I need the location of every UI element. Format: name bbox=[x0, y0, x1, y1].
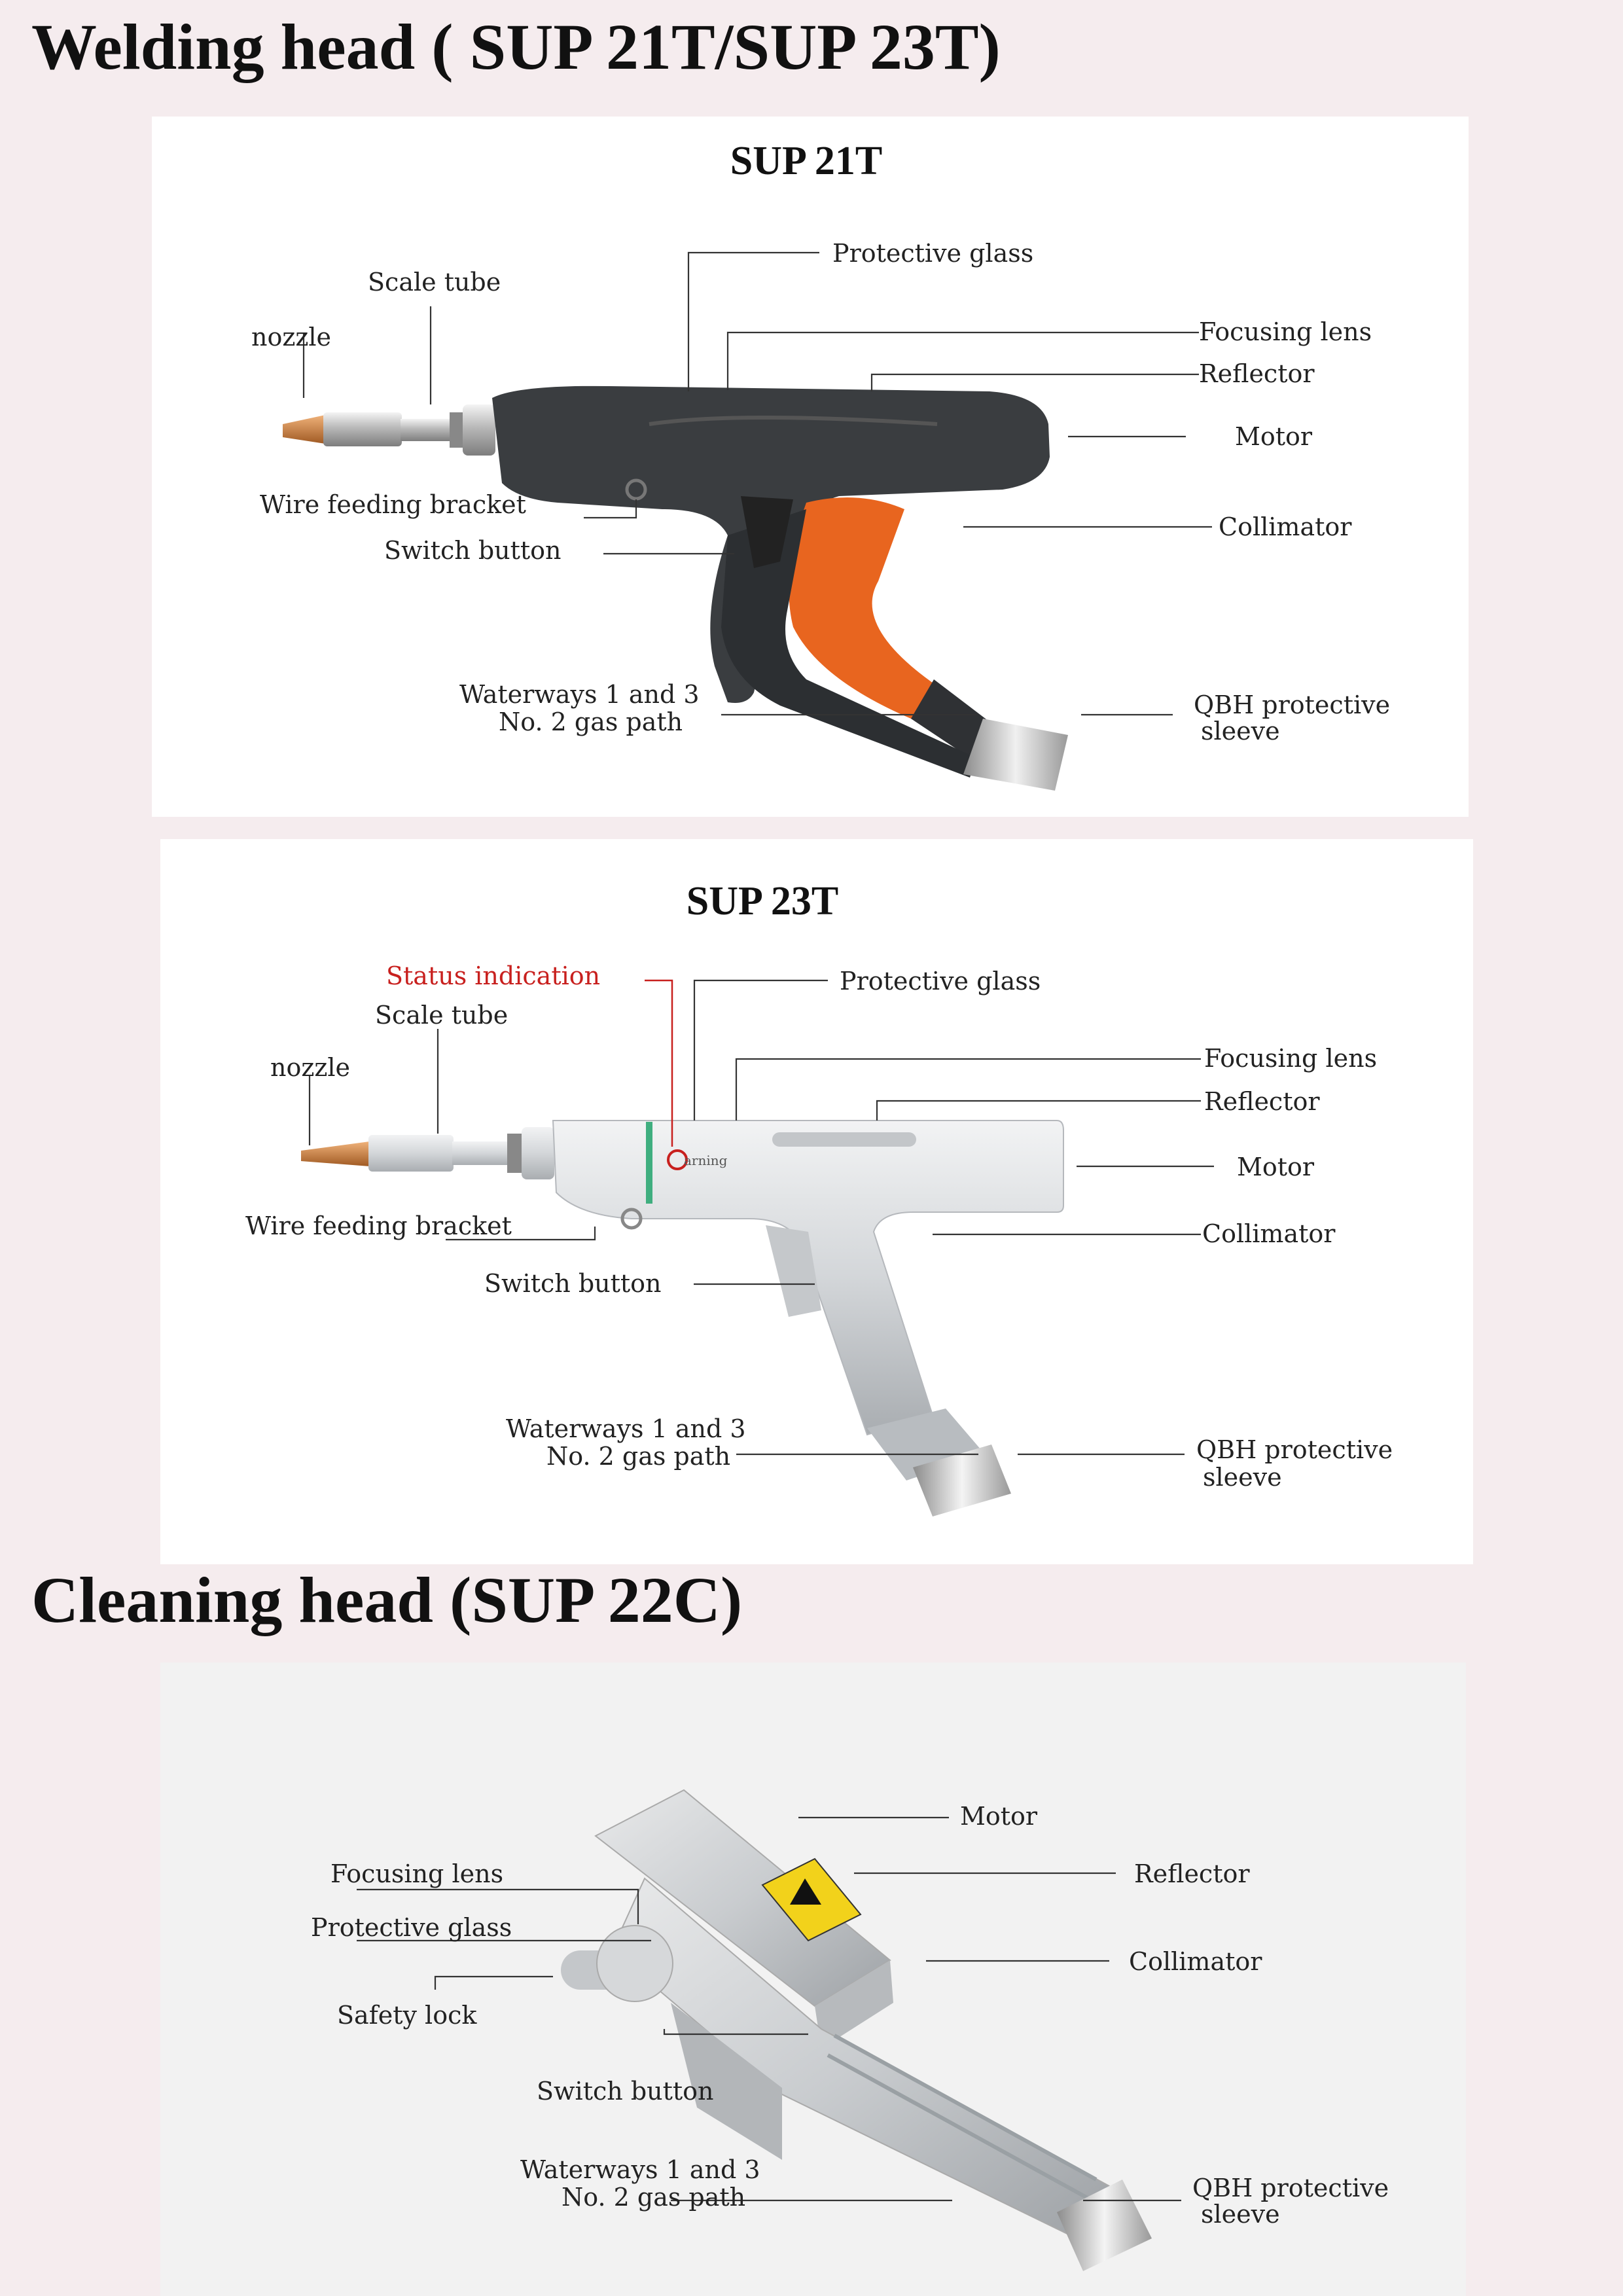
sup23t-gun-illustration: arning bbox=[301, 1120, 1064, 1516]
sup23t-title: SUP 23T bbox=[687, 879, 839, 924]
sup23t-label-status-indication: Status indication bbox=[386, 961, 600, 990]
sup21t-label-switch-button: Switch button bbox=[384, 536, 562, 565]
sup22c-label-qbh-2: sleeve bbox=[1201, 2200, 1280, 2229]
sup23t-panel: SUP 23T arning Status indication Protect… bbox=[160, 839, 1473, 1564]
sup21t-label-reflector: Reflector bbox=[1199, 359, 1315, 388]
sup21t-gun-illustration bbox=[283, 386, 1068, 791]
sup22c-label-motor: Motor bbox=[960, 1802, 1038, 1831]
sup22c-cleaning-head-illustration bbox=[561, 1789, 1152, 2271]
sup21t-panel: SUP 21T Protective glass Scale tube no bbox=[152, 117, 1469, 817]
sup22c-label-focusing-lens: Focusing lens bbox=[330, 1859, 503, 1888]
sup23t-label-protective-glass: Protective glass bbox=[840, 967, 1041, 996]
sup21t-label-collimator: Collimator bbox=[1219, 512, 1352, 541]
sup21t-label-wire-feeding-bracket: Wire feeding bracket bbox=[260, 490, 526, 519]
sup23t-label-gas-path: No. 2 gas path bbox=[546, 1442, 730, 1471]
sup22c-label-protective-glass: Protective glass bbox=[311, 1913, 512, 1942]
sup21t-label-protective-glass: Protective glass bbox=[832, 239, 1033, 268]
sup23t-label-switch-button: Switch button bbox=[484, 1269, 662, 1298]
sup23t-warning-badge: arning bbox=[684, 1153, 728, 1168]
sup21t-title: SUP 21T bbox=[730, 139, 883, 183]
sup21t-label-nozzle: nozzle bbox=[251, 323, 331, 351]
sup23t-label-collimator: Collimator bbox=[1202, 1219, 1336, 1248]
sup22c-label-switch-button: Switch button bbox=[537, 2077, 714, 2106]
sup23t-label-motor: Motor bbox=[1237, 1153, 1315, 1181]
sup23t-label-qbh-2: sleeve bbox=[1203, 1463, 1282, 1492]
sup23t-label-nozzle: nozzle bbox=[270, 1053, 350, 1082]
sup22c-label-gas-path: No. 2 gas path bbox=[562, 2183, 745, 2212]
sup23t-label-wire-feeding-bracket: Wire feeding bracket bbox=[245, 1211, 512, 1240]
sup21t-label-qbh-1: QBH protective bbox=[1194, 691, 1390, 719]
sup22c-label-reflector: Reflector bbox=[1134, 1859, 1250, 1888]
sup22c-label-waterways: Waterways 1 and 3 bbox=[520, 2155, 760, 2184]
sup21t-label-motor: Motor bbox=[1235, 422, 1313, 451]
sup21t-label-qbh-2: sleeve bbox=[1201, 717, 1280, 745]
sup21t-label-focusing-lens: Focusing lens bbox=[1199, 317, 1372, 346]
sup22c-label-qbh-1: QBH protective bbox=[1192, 2174, 1389, 2202]
sup23t-label-waterways: Waterways 1 and 3 bbox=[506, 1414, 746, 1443]
sup21t-label-gas-path: No. 2 gas path bbox=[499, 708, 683, 736]
sup21t-label-scale-tube: Scale tube bbox=[368, 268, 501, 296]
cleaning-head-heading: Cleaning head (SUP 22C) bbox=[31, 1564, 743, 1636]
sup23t-label-qbh-1: QBH protective bbox=[1196, 1435, 1393, 1464]
sup23t-label-scale-tube: Scale tube bbox=[375, 1001, 508, 1030]
sup23t-label-reflector: Reflector bbox=[1204, 1087, 1320, 1116]
sup22c-label-safety-lock: Safety lock bbox=[337, 2001, 477, 2030]
sup22c-label-collimator: Collimator bbox=[1129, 1947, 1262, 1976]
sup23t-label-focusing-lens: Focusing lens bbox=[1204, 1044, 1377, 1073]
welding-head-heading: Welding head ( SUP 21T/SUP 23T) bbox=[31, 10, 1001, 83]
sup21t-label-waterways: Waterways 1 and 3 bbox=[459, 680, 700, 709]
sup22c-panel: Motor Focusing lens Reflector Protective… bbox=[160, 1662, 1466, 2296]
